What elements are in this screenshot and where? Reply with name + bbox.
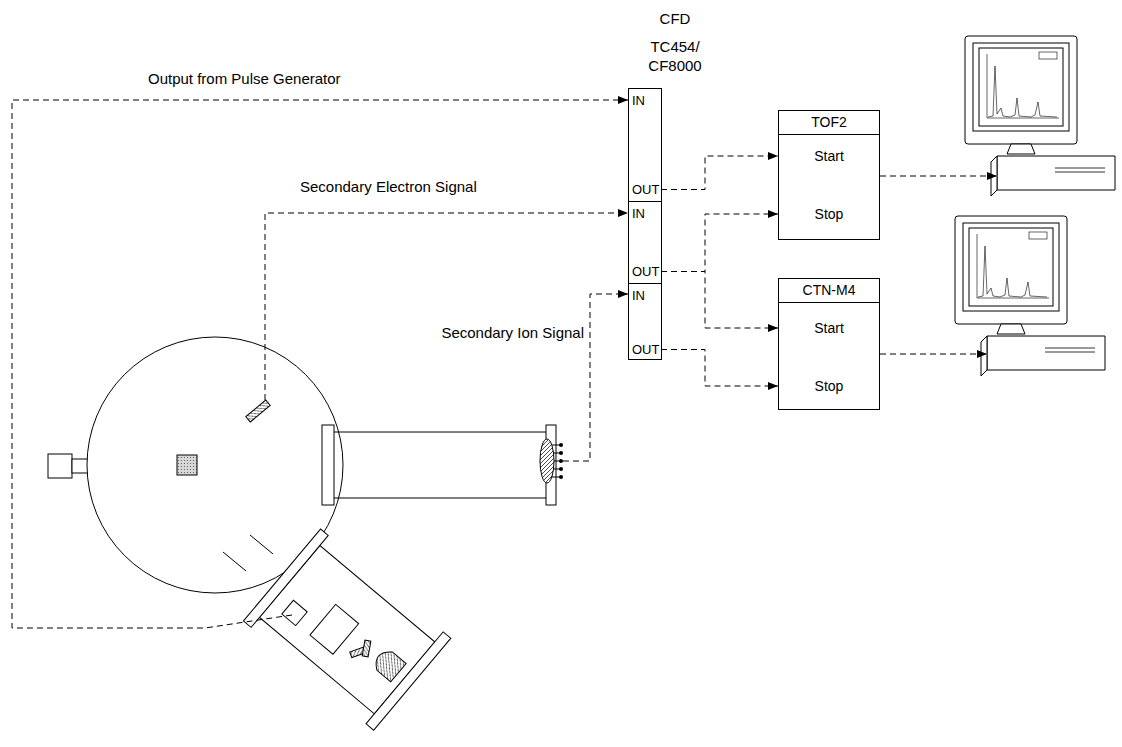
module-heading: TOF2 bbox=[779, 111, 879, 135]
computer bbox=[965, 36, 1115, 196]
cfd-channel: IN OUT bbox=[629, 283, 661, 361]
sample bbox=[177, 455, 197, 475]
counter-module: CTN-M4StartStop bbox=[778, 278, 880, 410]
port-name: OUT bbox=[632, 342, 658, 357]
signal-name: Output from Pulse Generator bbox=[148, 70, 341, 87]
ion-source bbox=[371, 647, 406, 682]
pulse-wire bbox=[12, 100, 628, 628]
ion-gun bbox=[243, 529, 450, 730]
data-wire bbox=[880, 176, 997, 177]
pulser-plate bbox=[282, 600, 307, 625]
signal-name: Secondary Ion Signal bbox=[441, 324, 584, 341]
cfd-box: CFDTC454/ CF8000INOUTINOUTINOUT bbox=[628, 88, 662, 360]
port-name: Start bbox=[779, 319, 879, 337]
electron-wire bbox=[265, 213, 628, 400]
tdc-module: TOF2StartStop bbox=[778, 110, 880, 240]
signal-connector bbox=[661, 214, 778, 272]
signal-connector bbox=[661, 272, 778, 329]
signal-connector bbox=[661, 156, 778, 190]
cfd-channel: IN OUT bbox=[629, 89, 661, 201]
flight-tube bbox=[322, 425, 563, 505]
connectors bbox=[661, 156, 778, 386]
signal-connector bbox=[661, 350, 778, 387]
module-heading: CFD bbox=[660, 9, 691, 28]
port-name: IN bbox=[632, 206, 658, 221]
collimator bbox=[223, 535, 273, 571]
port-name: Start bbox=[779, 147, 879, 165]
port-name: IN bbox=[632, 93, 658, 108]
port-name: Stop bbox=[779, 377, 879, 395]
ion-wire bbox=[563, 294, 628, 461]
signal-name: Secondary Electron Signal bbox=[300, 178, 477, 195]
cfd-channel: IN OUT bbox=[629, 201, 661, 283]
port-name: IN bbox=[632, 288, 658, 303]
data-wire bbox=[880, 354, 987, 355]
module-heading: CTN-M4 bbox=[779, 279, 879, 303]
electron-detector bbox=[246, 400, 270, 422]
computer bbox=[955, 216, 1105, 376]
port-name: OUT bbox=[632, 182, 658, 197]
model-name: TC454/ CF8000 bbox=[639, 37, 711, 75]
port-name: Stop bbox=[779, 205, 879, 223]
ion-detector bbox=[540, 439, 554, 483]
port-name: OUT bbox=[632, 264, 658, 279]
